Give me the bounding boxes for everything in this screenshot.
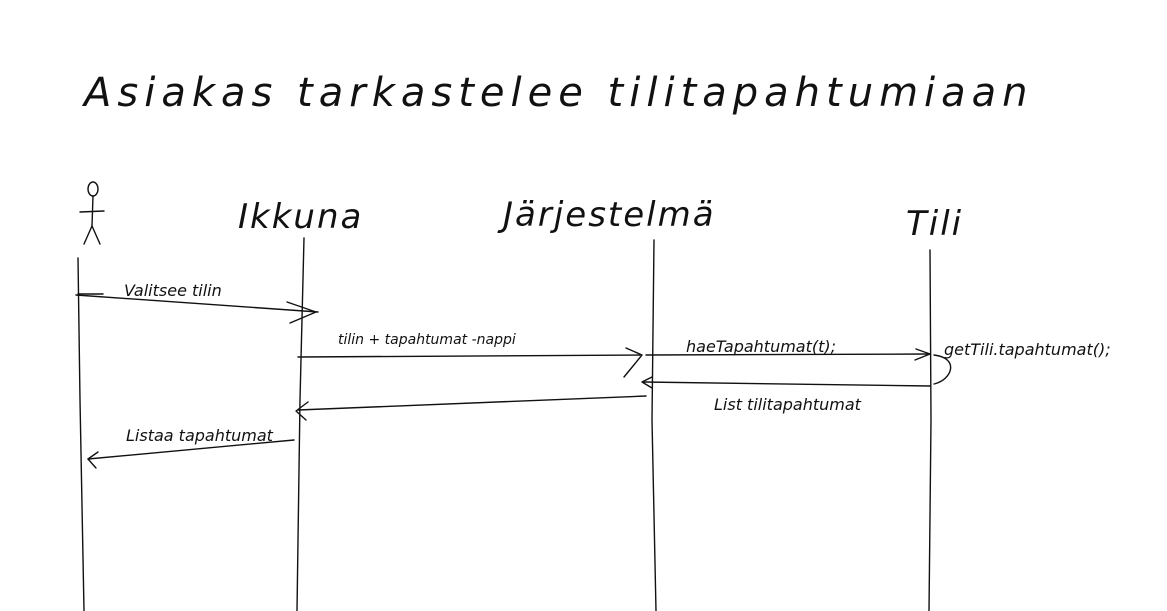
label-selects-account: Valitsee tilin: [124, 281, 222, 300]
arrow-get-events: [645, 353, 931, 356]
arrowhead-account-events-button: [623, 347, 643, 378]
lifeline-window: [296, 237, 305, 611]
arrow-selects-account: [75, 294, 319, 313]
label-list-events: Listaa tapahtumat: [126, 426, 274, 445]
participant-window-label: Ikkuna: [238, 197, 363, 237]
lifeline-account: [928, 249, 932, 611]
label-get-events: haeTapahtumat(t);: [686, 337, 836, 356]
arrow-return-list: [643, 381, 931, 387]
arrow-list-events: [87, 439, 295, 460]
participant-account-label: Tili: [906, 204, 963, 244]
arrowhead-selects-account: [286, 301, 317, 324]
lifeline-system: [651, 239, 657, 611]
label-account-events-button: tilin + tapahtumat -nappi: [338, 332, 516, 348]
diagram-title: Asiakas tarkastelee tilitapahtumiaan: [81, 70, 1034, 116]
arrow-account-events-button: [297, 354, 641, 358]
label-return-list: List tilitapahtumat: [714, 395, 862, 414]
self-call-arrow: [933, 354, 952, 385]
lifeline-actor: [77, 257, 85, 611]
label-get-account-events: getTili.tapahtumat();: [944, 340, 1111, 359]
arrowhead-system-to-window: [295, 401, 309, 421]
actor-stick-figure-icon: [79, 181, 105, 245]
participant-system-label: Järjestelmä: [497, 195, 716, 235]
arrowhead-list-events: [87, 451, 99, 469]
arrowhead-return-list: [641, 376, 653, 389]
arrowhead-get-events: [914, 348, 931, 361]
arrow-system-to-window: [297, 395, 647, 411]
